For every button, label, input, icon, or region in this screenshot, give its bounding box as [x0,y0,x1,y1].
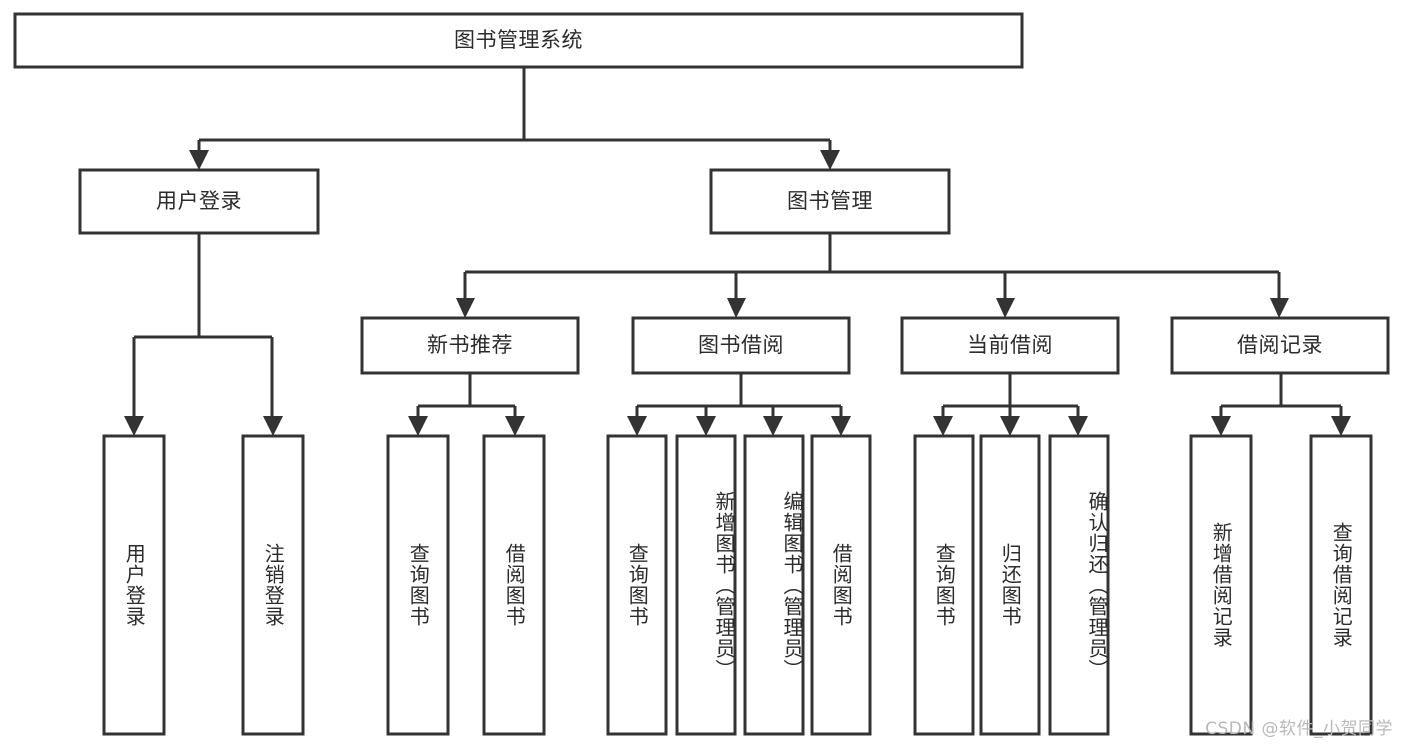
csdn-watermark: CSDN @软件_小贺同学 [1205,719,1393,739]
arrow-head-leaf-user-login [124,416,144,436]
arrow-head-leaf-edit-book [763,416,783,436]
arrow-head-leaf-confirm-return [1068,416,1088,436]
arrow-head-book-manage [820,150,840,170]
node-box-leaf-edit-book[interactable] [743,434,805,736]
arrow-head-leaf-borrow-book-1 [505,416,525,436]
arrow-head-new-book-recommend [456,298,475,318]
node-box-leaf-query-book-3[interactable] [913,434,975,736]
node-box-root[interactable] [13,12,1024,69]
arrow-head-leaf-query-book-1 [408,416,428,436]
arrow-head-leaf-query-book-3 [933,416,953,436]
node-box-leaf-borrow-book-2[interactable] [810,434,872,736]
arrow-head-leaf-add-book [696,416,716,436]
node-box-leaf-borrow-book-1[interactable] [482,434,546,736]
node-box-book-borrow[interactable] [631,316,851,375]
node-box-book-manage[interactable] [709,168,951,235]
node-box-leaf-confirm-return[interactable] [1048,434,1110,736]
arrow-head-user-login [189,150,209,170]
arrow-head-leaf-query-book-2 [627,416,647,436]
node-box-user-login[interactable] [78,168,320,235]
arrow-head-leaf-return-book [1000,416,1020,436]
node-box-leaf-add-book[interactable] [675,434,737,736]
node-box-leaf-user-login[interactable] [102,434,166,736]
node-box-new-book-recommend[interactable] [360,316,580,375]
connectors-layer [124,67,1351,436]
arrow-head-leaf-add-record [1211,416,1231,436]
arrow-head-book-borrow [727,298,746,318]
node-box-borrow-record[interactable] [1170,316,1390,375]
node-box-leaf-add-record[interactable] [1189,434,1253,736]
arrow-head-leaf-logout [263,416,283,436]
node-box-current-borrow[interactable] [900,316,1120,375]
node-box-leaf-query-book-1[interactable] [386,434,450,736]
node-box-leaf-query-record[interactable] [1309,434,1373,736]
node-box-leaf-logout[interactable] [241,434,305,736]
arrow-head-leaf-borrow-book-2 [831,416,851,436]
arrow-head-leaf-query-record [1331,416,1351,436]
arrow-head-current-borrow [996,298,1015,318]
arrow-head-borrow-record [1270,298,1289,318]
node-box-leaf-query-book-2[interactable] [606,434,668,736]
node-box-leaf-return-book[interactable] [979,434,1041,736]
node-boxes-layer [13,12,1390,736]
